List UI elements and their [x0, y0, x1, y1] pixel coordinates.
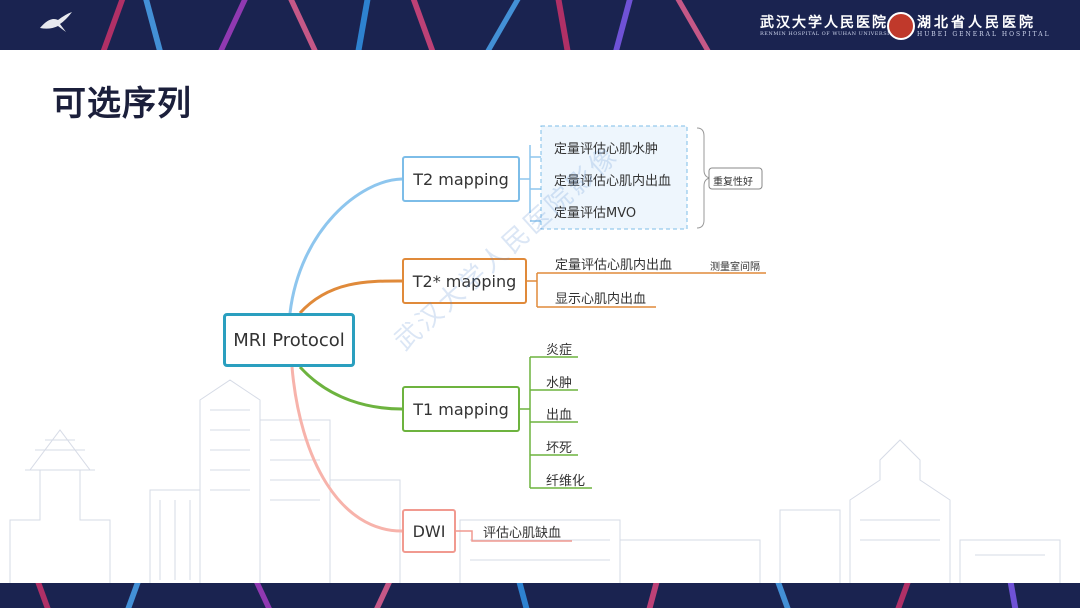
page-title: 可选序列	[52, 84, 192, 124]
branch-dwi: DWI	[402, 509, 456, 553]
t1-leaf-hemorrhage: 出血	[546, 408, 573, 423]
t2star-leaf-hemorrhage-display: 显示心肌内出血	[555, 292, 647, 307]
t2-leaf-group-box	[540, 125, 688, 230]
t2-leaf-edema: 定量评估心肌水肿	[554, 142, 659, 157]
hospital2-english-name: HUBEI GENERAL HOSPITAL	[917, 31, 1051, 38]
t1-leaf-fibrosis: 纤维化	[546, 474, 586, 489]
hospital2-name: 湖北省人民医院	[917, 15, 1036, 31]
connector-t1	[298, 365, 403, 411]
connector-dwi	[290, 366, 403, 533]
t2-leaf-mvo: 定量评估MVO	[554, 206, 637, 221]
dwi-leaf-ischemia: 评估心肌缺血	[483, 526, 562, 541]
t2star-leaf-hemorrhage-quant: 定量评估心肌内出血	[555, 258, 673, 273]
branch-t1-mapping: T1 mapping	[402, 386, 520, 432]
connector-t2	[288, 177, 403, 314]
hospital1-english-name: RENMIN HOSPITAL OF WUHAN UNIVERSITY	[760, 31, 898, 37]
hospital-emblem-icon	[887, 12, 915, 40]
footer-bar	[0, 583, 1080, 608]
t1-leaf-necrosis: 坏死	[546, 441, 573, 456]
t2-leaf-hemorrhage: 定量评估心肌内出血	[554, 174, 672, 189]
t1-leaf-edema: 水肿	[546, 376, 573, 391]
t2-group-brace	[696, 127, 711, 229]
t2star-sub-note: 测量室间隔	[710, 262, 760, 273]
branch-t2-mapping: T2 mapping	[402, 156, 520, 202]
t1-leaf-inflammation: 炎症	[546, 343, 573, 358]
crane-logo-icon	[40, 12, 72, 32]
hospital1-name: 武汉大学人民医院	[760, 15, 888, 31]
t2-group-note-box	[708, 167, 763, 190]
t2-group-note: 重复性好	[713, 177, 753, 188]
header-bar: 武汉大学人民医院 RENMIN HOSPITAL OF WUHAN UNIVER…	[0, 0, 1080, 50]
branch-t2star-mapping: T2* mapping	[402, 258, 527, 304]
connector-t2star	[298, 279, 403, 315]
mindmap-root-node: MRI Protocol	[223, 313, 355, 367]
